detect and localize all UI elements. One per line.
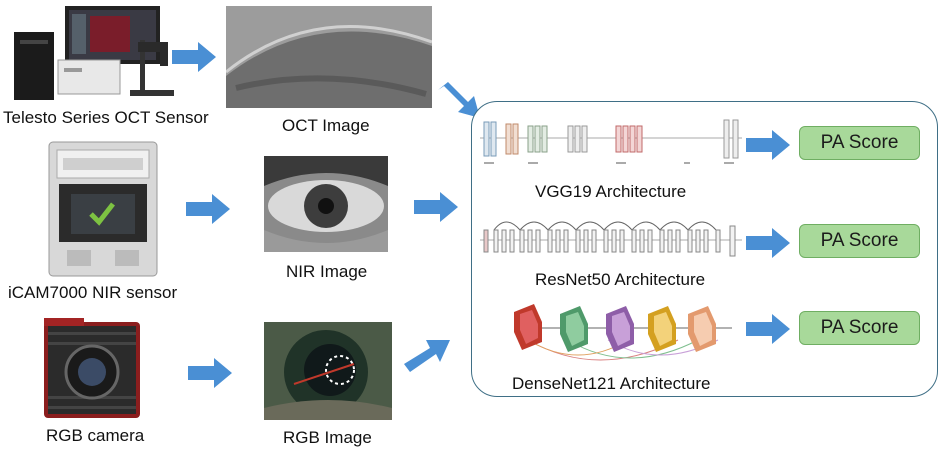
oct-image [226, 6, 432, 108]
arrow-densenet121-to-score [746, 314, 790, 344]
nir-image [264, 156, 388, 252]
nir-sensor-label: iCAM7000 NIR sensor [8, 283, 178, 302]
oct-sensor-illustration [10, 2, 210, 104]
vgg19-pa-score: PA Score [799, 126, 920, 160]
rgb-camera-illustration [36, 316, 152, 424]
arrow-rgb-to-image [188, 358, 232, 388]
arrow-nir-to-image [186, 194, 230, 224]
nir-image-label: NIR Image [286, 262, 368, 281]
rgb-image [264, 322, 392, 420]
resnet50-diagram [480, 210, 742, 266]
densenet121-label: DenseNet121 Architecture [512, 374, 711, 393]
arrow-vgg19-to-score [746, 130, 790, 160]
nir-sensor-illustration [47, 140, 159, 280]
oct-image-label: OCT Image [282, 116, 370, 135]
arrow-oct-to-image [172, 42, 216, 72]
resnet50-label: ResNet50 Architecture [535, 270, 706, 289]
arrow-resnet50-to-score [746, 228, 790, 258]
arrow-oct-image-to-panel [438, 82, 480, 118]
rgb-image-label: RGB Image [283, 428, 372, 447]
vgg19-diagram [480, 112, 742, 178]
resnet50-pa-score: PA Score [799, 224, 920, 258]
oct-sensor-label: Telesto Series OCT Sensor [3, 108, 209, 127]
vgg19-label: VGG19 Architecture [535, 182, 687, 201]
arrow-rgb-image-to-panel [404, 340, 450, 372]
arrow-nir-image-to-panel [414, 192, 458, 222]
rgb-camera-label: RGB camera [46, 426, 145, 445]
densenet121-pa-score: PA Score [799, 311, 920, 345]
densenet121-diagram [508, 300, 734, 370]
